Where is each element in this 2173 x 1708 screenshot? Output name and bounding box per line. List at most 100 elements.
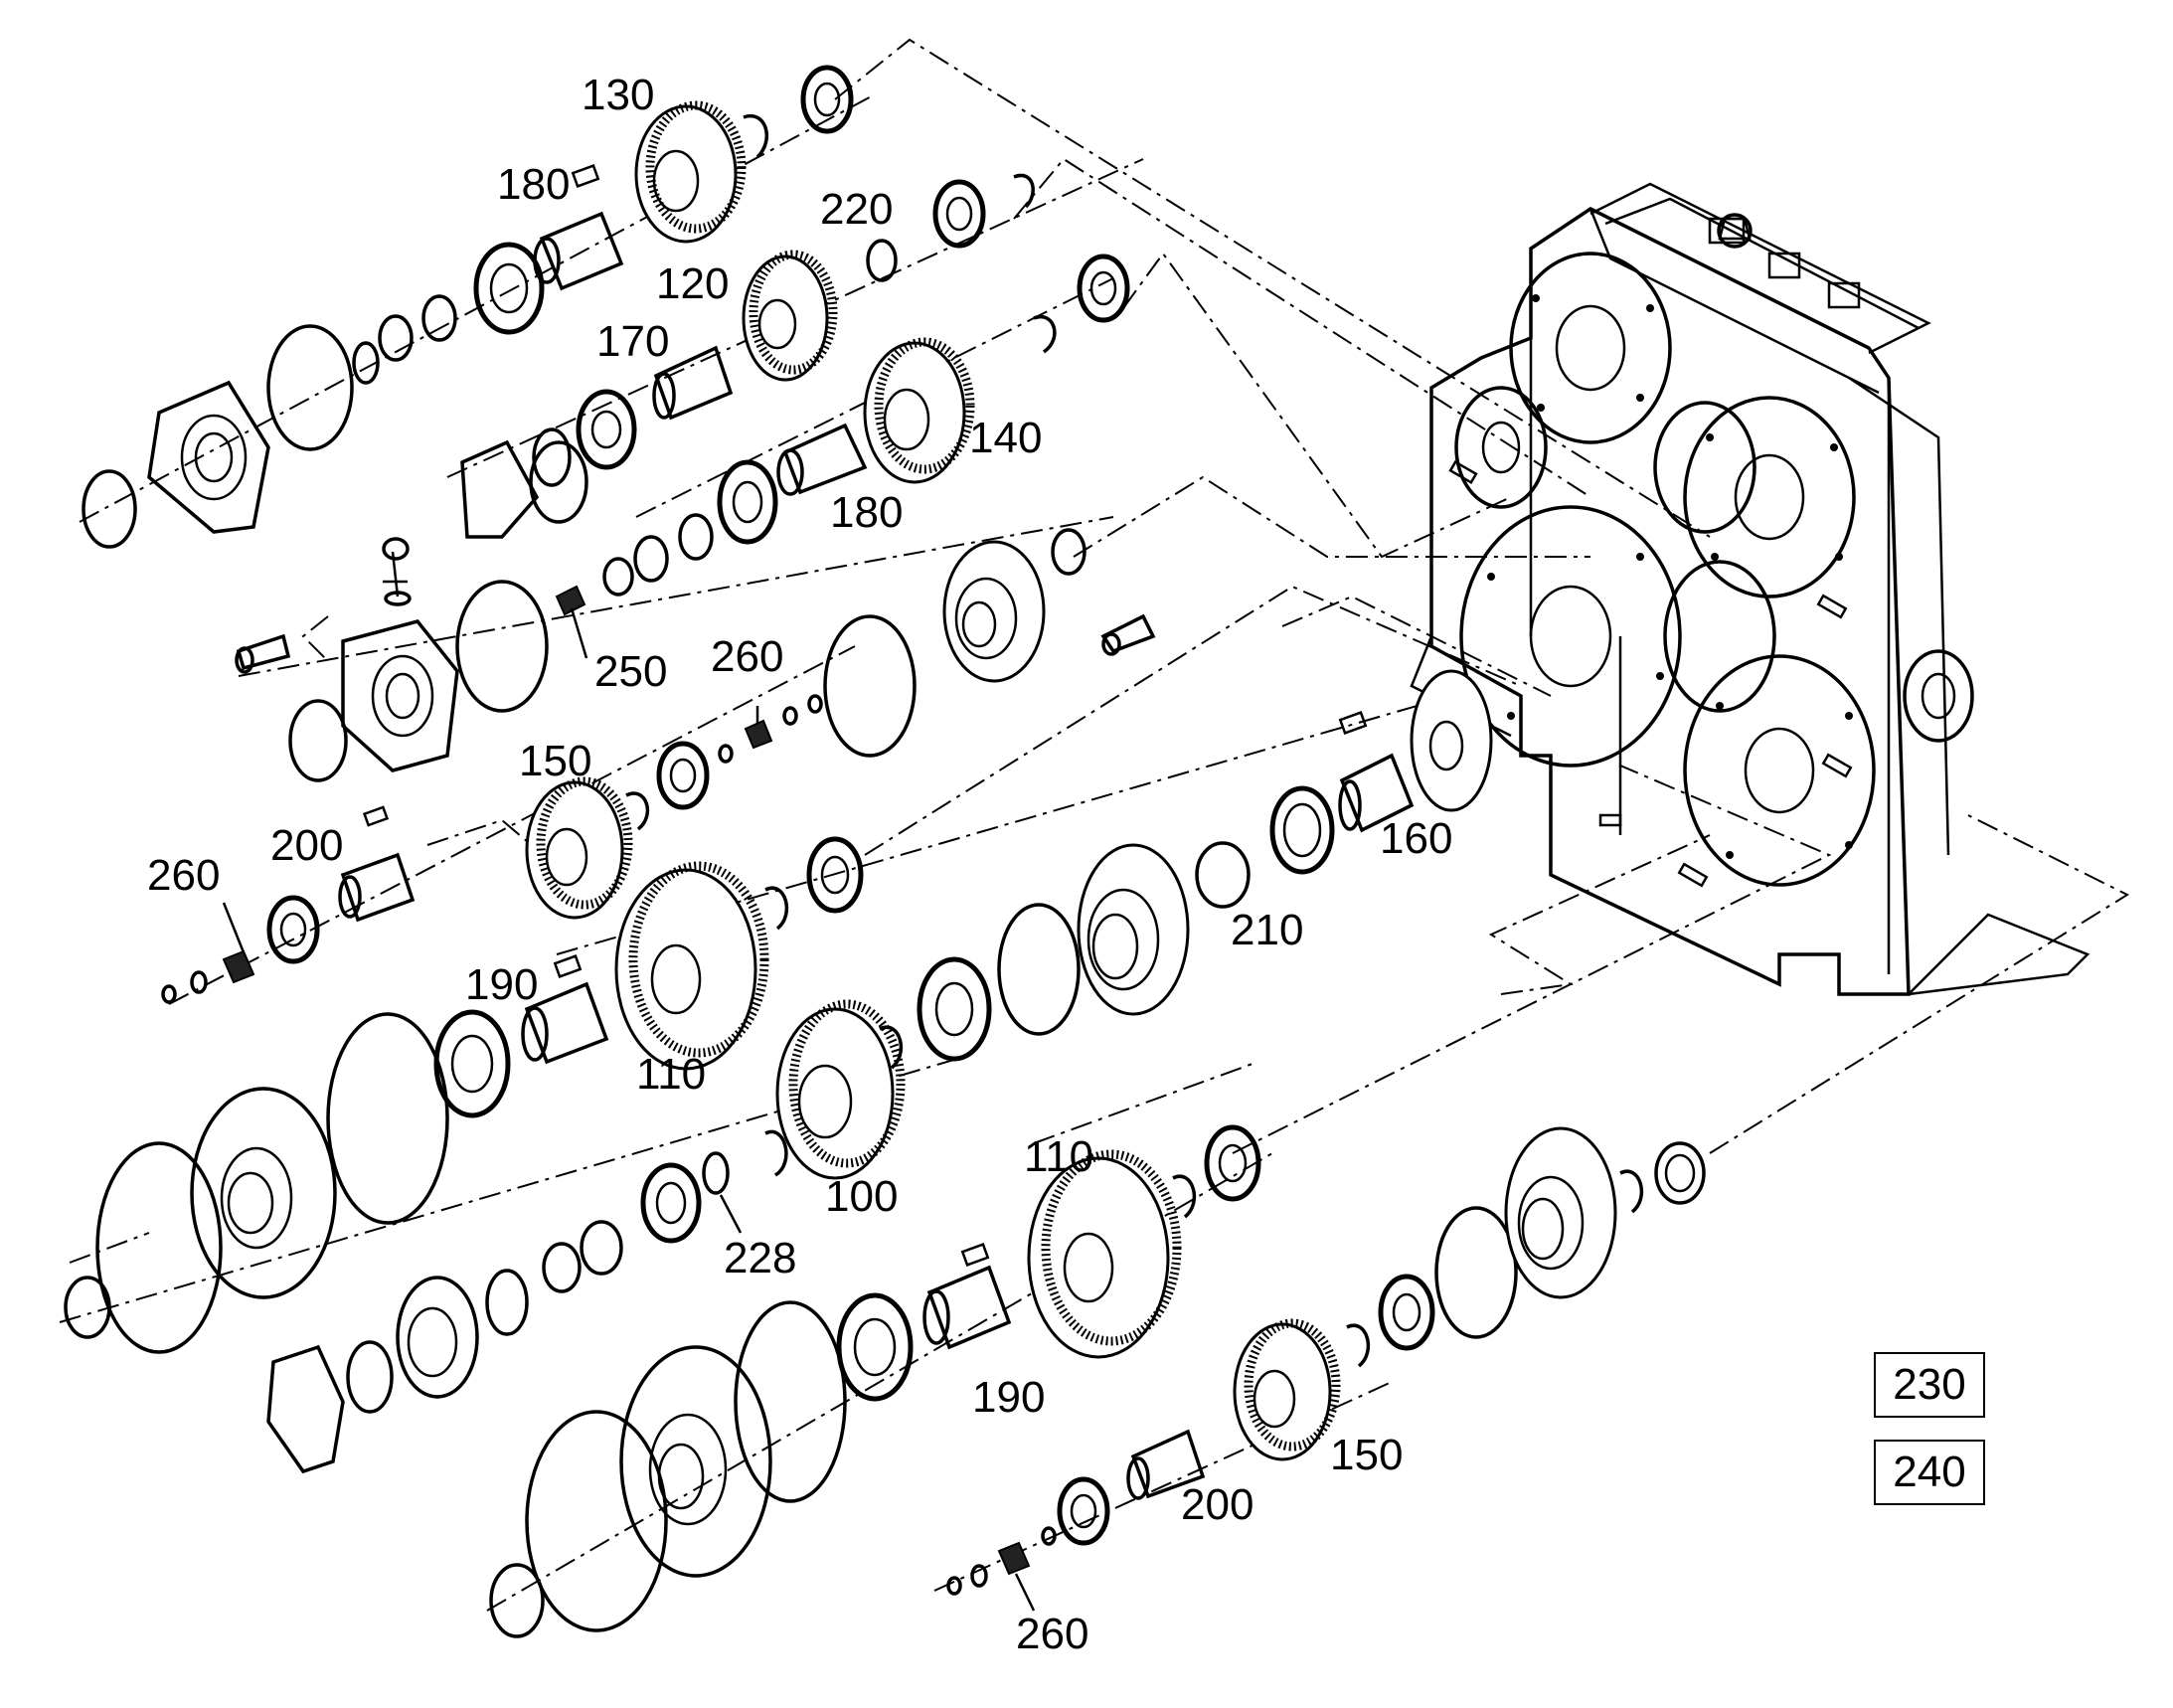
reference-box-240: 240 [1874,1440,1985,1505]
label-190-lower: 190 [972,1373,1045,1422]
shaft-group-150 [161,741,710,1004]
label-260-top: 260 [711,632,783,681]
bearing [1204,1124,1261,1202]
pinion-shaft-180-b [782,423,868,495]
shaft-190 [524,981,609,1065]
key [362,805,390,827]
shaft-group-150-lower [946,1126,1706,1596]
label-150-top: 150 [519,737,591,785]
key [1338,711,1368,735]
o-ring [1434,1206,1518,1339]
bearing-cover [147,380,270,534]
label-170: 170 [596,317,669,366]
gear-100 [775,1007,895,1180]
roller-bearing [836,1292,914,1402]
o-ring [525,1410,668,1632]
spacer-228 [702,1151,730,1195]
bearing [266,895,320,964]
label-190-top: 190 [465,960,538,1009]
seal-ring [489,1563,545,1638]
housing-bolt-holes [1487,294,1853,859]
label-110-lower: 110 [1024,1132,1093,1181]
label-180-top: 180 [497,160,570,209]
label-250: 250 [594,647,667,696]
o-ring [997,903,1081,1036]
pinion-shaft-180 [539,211,624,291]
o-ring [95,1141,223,1354]
bearing [1378,1274,1435,1351]
end-cap [460,439,540,539]
label-210: 210 [1231,906,1303,954]
assembly-guide-lines [301,38,2130,1154]
label-260-lower: 260 [1016,1610,1088,1658]
end-cap [266,1344,345,1474]
shim [1654,1141,1706,1205]
o-ring [266,324,354,451]
part-number-labels: 130 180 220 120 170 140 180 250 260 150 … [147,71,1452,1658]
label-140: 140 [969,414,1042,462]
callout-leaders [222,607,1036,1612]
bearing [800,65,854,134]
label-100: 100 [825,1172,898,1221]
plug-260-b [222,949,255,984]
roller-bearing [917,956,992,1062]
roller-bearing [473,242,545,335]
bolt [1100,613,1156,654]
key [960,1243,990,1267]
bearing [656,741,710,810]
reference-box-230: 230 [1874,1352,1985,1418]
bearing [576,389,637,470]
label-180-mid: 180 [830,488,903,537]
gearbox-housing [1410,182,2090,996]
roller-bearing [717,459,778,545]
lock-nut [542,1242,582,1293]
shaft-group-250 [235,528,1156,782]
spacer-210 [1195,841,1251,909]
seal-carrier [396,1276,479,1399]
gear-110-b [1027,1156,1170,1359]
bearing [1077,254,1130,323]
label-228: 228 [724,1234,796,1282]
bearing-cover-large [619,1345,772,1578]
shaft-group-110-lower [489,1124,1261,1638]
snap-ring [743,113,769,159]
cover-flange [942,540,1046,683]
sleeve [1269,785,1335,875]
key [553,954,583,978]
label-220: 220 [820,185,893,234]
label-260-left: 260 [147,851,220,900]
bearing [932,179,986,249]
o-ring [455,580,549,713]
o-ring [823,614,917,758]
gear-120 [742,255,829,382]
bearing [1057,1476,1110,1546]
bearing-cover [341,619,459,772]
pinion-shaft-200 [340,852,416,923]
bolt [236,633,291,671]
shaft-group-120 [460,173,1035,539]
output-shaft-160 [1339,753,1415,833]
gear-110 [614,868,757,1071]
label-110-mid: 110 [636,1050,706,1099]
label-160: 160 [1380,814,1452,863]
output-flange [1410,669,1493,812]
spacer-220 [866,239,898,282]
label-200-lower: 200 [1181,1480,1254,1529]
bearing-cover-large [190,1087,337,1299]
label-200-top: 200 [270,821,343,870]
plug-260-c [997,1541,1031,1576]
key [571,164,600,188]
shaft-190-b [926,1265,1012,1350]
roller-bearing [433,1009,511,1118]
lock-washer [580,1220,623,1276]
plug-250 [555,585,586,616]
o-ring [734,1300,847,1503]
label-150-lower: 150 [1330,1431,1403,1479]
shaft-group-140 [529,254,1130,597]
o-ring [326,1012,449,1225]
shaft-group-110-upper [64,836,864,1354]
shaft-group-100 [266,669,1493,1474]
shaft-170 [653,345,734,421]
label-130: 130 [582,71,654,119]
